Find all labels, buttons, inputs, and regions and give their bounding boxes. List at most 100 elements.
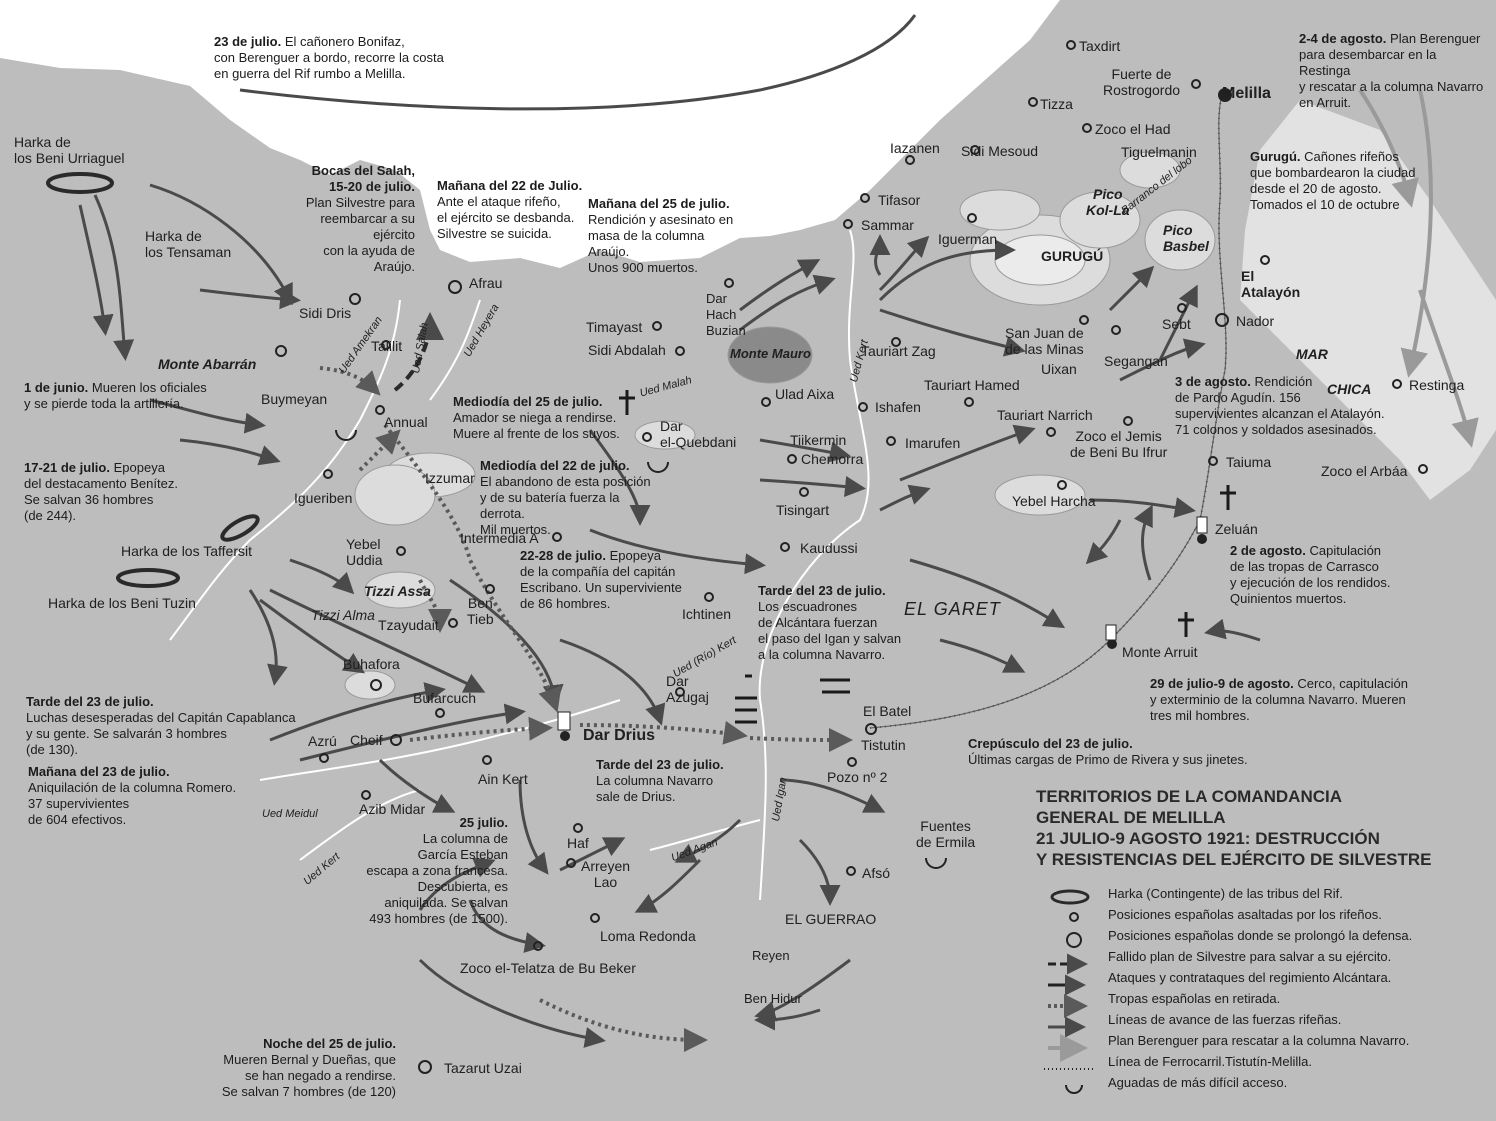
note-mediodia-25: Mediodía del 25 de julio.Amador se niega…	[453, 394, 620, 441]
note-1-junio: 1 de junio. Mueren los oficiales y se pi…	[24, 380, 207, 411]
place-timayast: Timayast	[586, 319, 643, 335]
place-tiguelmanin: Tiguelmanin	[1121, 144, 1197, 160]
place-azib-midar: Azib Midar	[359, 801, 426, 817]
place-tzayudait: Tzayudait	[378, 617, 439, 633]
place-chemorra: Chemorra	[801, 451, 864, 467]
note-mediodia-22: Mediodía del 22 de julio.El abandono de …	[480, 458, 651, 537]
place-arreyen-lao: Arreyen Lao	[581, 858, 631, 890]
legend-title-line-1: TERRITORIOS DE LA COMANDANCIA	[1036, 787, 1342, 806]
place-melilla: Melilla	[1222, 85, 1271, 102]
legend-item: Aguadas de más difícil acceso.	[1108, 1075, 1288, 1090]
place-bufarcuch: Bufarcuch	[413, 690, 477, 706]
legend-symbols	[1044, 889, 1096, 1094]
place-nador: Nador	[1236, 313, 1275, 329]
place-tazarut-uzai: Tazarut Uzai	[444, 1060, 522, 1076]
place-dar-drius: Dar Drius	[583, 727, 656, 744]
place-dar-quebdani: Dar el-Quebdani	[660, 418, 737, 450]
label-mar: MAR	[1296, 346, 1328, 362]
place-san-juan-minas: San Juan de de las Minas	[1005, 325, 1084, 357]
place-tizzi-assa: Tizzi Assa	[364, 583, 431, 599]
harka-beni-urriaguel-ellipse	[46, 172, 114, 194]
place-monte-abarran: Monte Abarrán	[158, 356, 257, 372]
harka-beni-tuzin-ellipse	[116, 568, 180, 588]
place-afrau: Afrau	[469, 275, 503, 291]
place-kaudussi: Kaudussi	[800, 540, 858, 556]
place-sidi-abdalah: Sidi Abdalah	[588, 342, 666, 358]
place-fuerte-rostrogordo: Fuerte de Rostrogordo	[1103, 66, 1181, 98]
note-29-julio-9-agosto: 29 de julio-9 de agosto. Cerco, capitula…	[1150, 676, 1408, 723]
note-23-julio-bonifaz: 23 de julio. El cañonero Bonifaz, con Be…	[214, 34, 444, 81]
place-annual: Annual	[384, 414, 428, 430]
place-dar-azugaj: Dar Azugaj	[666, 673, 709, 705]
place-monte-mauro: Monte Mauro	[730, 346, 811, 361]
place-ben-tieb: Ben Tieb	[467, 595, 494, 627]
legend-item: Harka (Contingente) de las tribus del Ri…	[1108, 886, 1343, 901]
place-sidi-mesoud: Sidi Mesoud	[961, 143, 1039, 159]
place-zoco-arbaa: Zoco el Arbáa	[1321, 463, 1408, 479]
place-tistutin: Tistutin	[861, 737, 906, 753]
label-ued-meidul: Ued Meidul	[262, 808, 318, 820]
note-noche-25: Noche del 25 de julio.Mueren Bernal y Du…	[221, 1036, 396, 1099]
label-chica: CHICA	[1327, 381, 1372, 397]
place-pico-basbel: Pico Basbel	[1163, 222, 1209, 254]
rifian-advance-arrows	[78, 183, 1261, 1048]
note-tarde-23-capablanca: Tarde del 23 de julio.Luchas desesperada…	[26, 694, 296, 757]
place-tiikermin: Tiikermin	[790, 432, 847, 448]
place-uixan: Uixan	[1041, 361, 1077, 377]
retreat-routes	[319, 366, 853, 1052]
place-talilit: Talilit	[371, 338, 403, 354]
place-afso: Afsó	[862, 865, 891, 881]
place-haf: Haf	[567, 835, 589, 851]
place-igueriben: Igueriben	[294, 490, 353, 506]
legend-title: TERRITORIOS DE LA COMANDANCIA GENERAL DE…	[1036, 786, 1432, 870]
legend-item: Posiciones españolas donde se prolongó l…	[1108, 928, 1413, 943]
harka-tensaman: Harka de los Tensaman	[145, 228, 232, 260]
legend-item: Plan Berenguer para rescatar a la column…	[1108, 1033, 1410, 1048]
note-tarde-23-drius: Tarde del 23 de julio.La columna Navarro…	[596, 757, 724, 804]
note-crepusculo-23: Crepúsculo del 23 de julio.Últimas carga…	[968, 736, 1248, 767]
region-el-garet: EL GARET	[904, 599, 1001, 619]
harka-beni-tuzin: Harka de los Beni Tuzin	[48, 595, 196, 611]
place-zeluan: Zeluán	[1215, 521, 1258, 537]
place-yebel-uddia: Yebel Uddia	[346, 536, 383, 568]
mountains	[344, 151, 1216, 700]
place-zoco-telatza: Zoco el-Telatza de Bu Beker	[460, 960, 636, 976]
place-pico-kol-la: Pico Kol-La	[1086, 186, 1130, 218]
place-ben-hidur: Ben Hidur	[744, 991, 802, 1006]
place-izzumar: Izzumar	[425, 470, 475, 486]
note-22-28-julio: 22-28 de julio. Epopeya de la compañía d…	[520, 548, 682, 611]
place-imarufen: Imarufen	[905, 435, 961, 451]
place-tizza: Tizza	[1040, 96, 1073, 112]
place-tauriart-narrich: Tauriart Narrich	[997, 407, 1093, 423]
place-azru: Azrú	[308, 733, 337, 749]
place-dar-hach-buzian: Dar Hach Buzian	[706, 291, 746, 338]
place-buhafora: Buhafora	[343, 656, 400, 672]
harka-taffersit-ellipse	[220, 514, 260, 542]
place-el-atalayon: El Atalayón	[1241, 268, 1301, 300]
place-restinga: Restinga	[1409, 377, 1465, 393]
place-ichtinen: Ichtinen	[682, 606, 732, 622]
note-2-4-agosto: 2-4 de agosto. Plan Berenguer para desem…	[1299, 31, 1484, 110]
note-25-julio: 25 julio.La columna de García Esteban es…	[366, 815, 508, 926]
bonifaz-route	[239, 14, 917, 111]
place-intermedia-a: Intermedia A	[460, 530, 539, 546]
crosses	[619, 390, 1236, 637]
mar-chica-lagoon	[1240, 100, 1496, 500]
note-manana-25: Mañana del 25 de julio.Rendición y asesi…	[588, 196, 734, 275]
note-manana-23: Mañana del 23 de julio.Aniquilación de l…	[28, 764, 237, 827]
note-tarde-23-alcantara: Tarde del 23 de julio.Los escuadrones de…	[758, 583, 902, 662]
place-taiuma: Taiuma	[1226, 454, 1272, 470]
legend: Harka (Contingente) de las tribus del Ri…	[1040, 884, 1440, 1094]
alcantara-attacks	[735, 674, 850, 724]
place-tifasor: Tifasor	[878, 192, 921, 208]
legend-item: Líneas de avance de las fuerzas rifeñas.	[1108, 1012, 1342, 1027]
place-gurugu: GURUGÚ	[1041, 248, 1104, 264]
place-ishafen: Ishafen	[875, 399, 921, 415]
place-loma-redonda: Loma Redonda	[600, 928, 696, 944]
note-bocas-salah: Bocas del Salah, 15-20 de julio.Plan Sil…	[305, 163, 415, 274]
forts	[557, 516, 1208, 731]
place-sammar: Sammar	[861, 217, 914, 233]
legend-item: Fallido plan de Silvestre para salvar a …	[1108, 949, 1392, 964]
